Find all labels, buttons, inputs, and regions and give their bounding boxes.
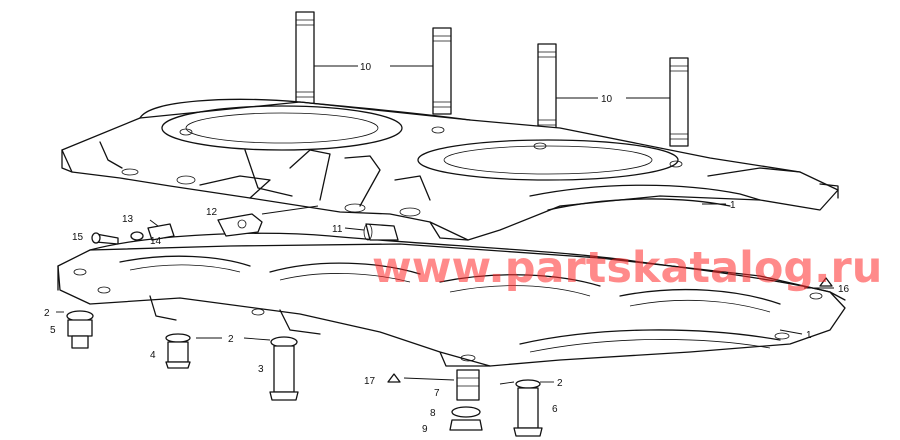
bolt-6 xyxy=(513,379,543,437)
callout-4: 4 xyxy=(150,350,156,361)
callout-5: 5 xyxy=(50,325,56,336)
callout-17: 17 xyxy=(364,376,376,387)
triangle-17-marker xyxy=(387,373,401,383)
callout-13: 13 xyxy=(122,214,134,225)
nut-9 xyxy=(449,419,483,431)
part-12-clip xyxy=(217,213,263,237)
callout-9: 9 xyxy=(422,424,428,435)
part-11-bushing xyxy=(363,223,399,241)
callout-10-a: 10 xyxy=(360,62,372,73)
watermark-text: www.partskatalog.ru xyxy=(372,243,882,293)
stud-7 xyxy=(456,369,480,401)
part-14-washer xyxy=(130,231,144,241)
callout-1-lower: 1 xyxy=(806,330,812,341)
callout-2-right: 2 xyxy=(557,378,563,389)
stud-10-d xyxy=(669,57,689,147)
callout-16: 16 xyxy=(838,284,850,295)
stud-10-b xyxy=(432,27,452,115)
callout-12: 12 xyxy=(206,207,218,218)
stud-10-a xyxy=(295,11,315,105)
callout-3: 3 xyxy=(258,364,264,375)
leader-lines xyxy=(56,65,834,385)
callout-14: 14 xyxy=(150,236,162,247)
callout-6: 6 xyxy=(552,404,558,415)
bolt-3 xyxy=(269,336,299,401)
callout-7: 7 xyxy=(434,388,440,399)
triangle-16-marker xyxy=(819,277,833,287)
callout-1-upper: 1 xyxy=(730,200,736,211)
upper-crankcase xyxy=(61,98,839,241)
bolt-4 xyxy=(165,333,191,369)
washer-8 xyxy=(451,406,481,418)
callout-15: 15 xyxy=(72,232,84,243)
callout-8: 8 xyxy=(430,408,436,419)
part-13-block xyxy=(147,223,175,241)
bolt-5 xyxy=(66,310,94,349)
stud-10-c xyxy=(537,43,557,133)
callout-11: 11 xyxy=(332,224,343,235)
part-15-screw xyxy=(91,232,119,245)
callout-2-left: 2 xyxy=(44,308,50,319)
callout-10-b: 10 xyxy=(601,94,613,105)
callout-2-mid: 2 xyxy=(228,334,234,345)
lower-crankcase xyxy=(57,232,846,367)
